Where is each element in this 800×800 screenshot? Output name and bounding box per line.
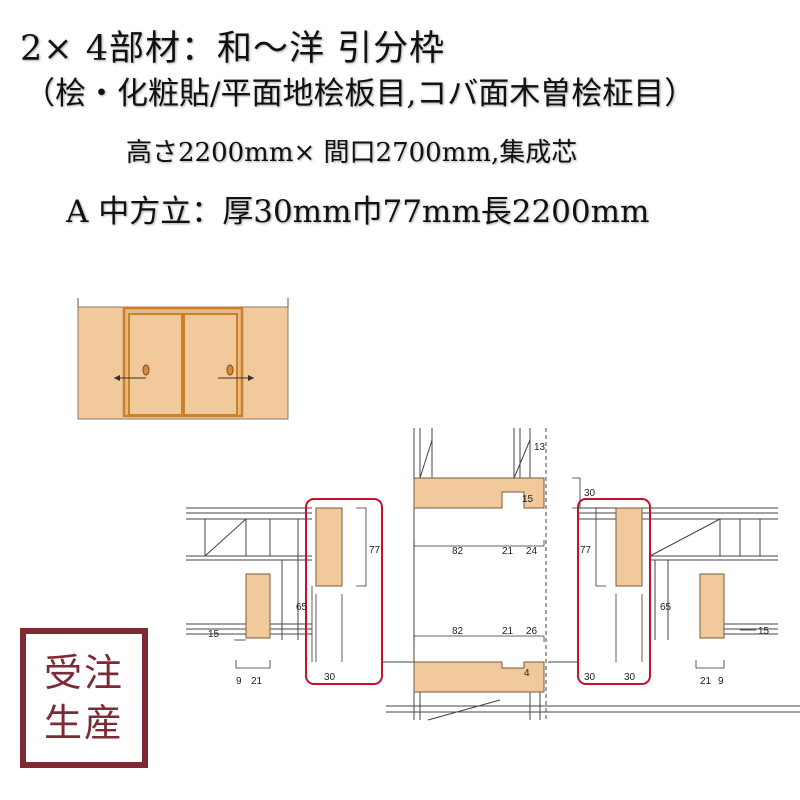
dim-21-left: 21 [251, 676, 263, 687]
dim-30-right-b: 30 [624, 672, 636, 683]
dim-30-top: 30 [584, 488, 596, 499]
right-stile-wood [699, 573, 725, 639]
dim-30-left: 30 [324, 672, 336, 683]
title-line-2: （桧・化粧貼/平面地桧板目,コバ面木曽桧柾目） [24, 76, 696, 112]
dim-4: 4 [524, 668, 530, 679]
made-to-order-badge: 受注 生産 [20, 628, 148, 768]
dim-24: 24 [526, 546, 538, 557]
top-head-wood [413, 477, 545, 509]
right-sliding-door [183, 313, 238, 416]
bottom-sill-wood [413, 661, 545, 693]
dim-21-top: 21 [502, 546, 514, 557]
dim-65-right: 65 [660, 602, 672, 613]
left-sliding-door [128, 313, 183, 416]
dim-30-right-a: 30 [584, 672, 596, 683]
dim-13: 13 [534, 442, 546, 453]
dim-26: 26 [526, 626, 538, 637]
dim-9-left: 9 [236, 676, 242, 687]
right-mullion-wood [615, 507, 643, 587]
dim-77-left: 77 [369, 545, 381, 556]
spec-member: A 中方立：厚30mm巾77mm長2200mm [66, 194, 650, 230]
badge-line-2: 生産 [43, 701, 124, 745]
badge-line-1: 受注 [43, 651, 124, 695]
left-mullion-highlight [305, 498, 383, 685]
elevation-view [77, 298, 289, 420]
dim-15-left: 15 [208, 629, 220, 640]
dim-15-top: 15 [522, 494, 534, 505]
right-mullion-highlight [577, 498, 651, 685]
dim-82-top: 82 [452, 546, 464, 557]
dim-15-right: 15 [758, 626, 770, 637]
dim-77-right: 77 [580, 545, 592, 556]
dim-21-right: 21 [700, 676, 712, 687]
dim-9-right: 9 [718, 676, 724, 687]
left-door-handle-icon [142, 364, 150, 376]
right-door-handle-icon [226, 364, 234, 376]
dim-21-bottom: 21 [502, 626, 514, 637]
left-mullion-wood [315, 507, 343, 587]
left-stile-wood [245, 573, 271, 639]
dim-65-left: 65 [296, 602, 308, 613]
spec-size: 高さ2200mm× 間口2700mm,集成芯 [126, 138, 578, 168]
title-line-1: 2× 4部材：和～洋 引分枠 [20, 29, 446, 69]
dim-82-bottom: 82 [452, 626, 464, 637]
